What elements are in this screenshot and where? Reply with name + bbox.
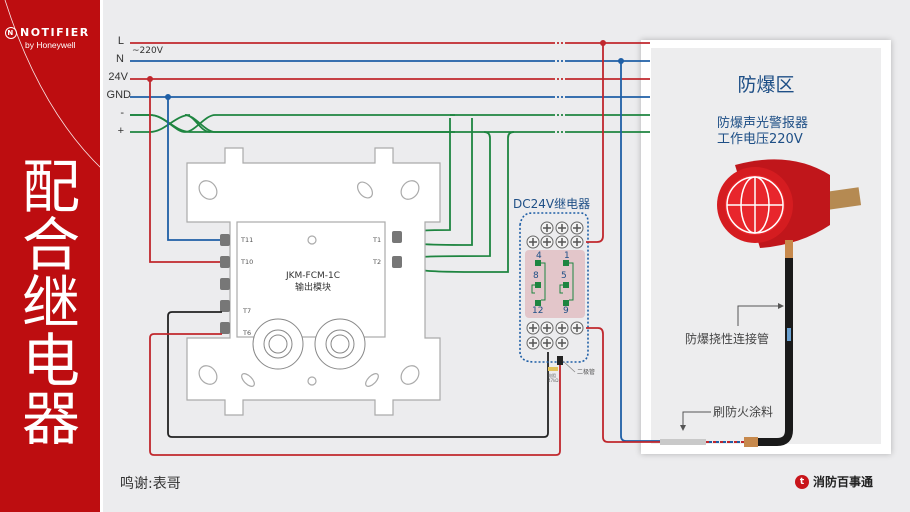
alarm-voltage: 工作电压220V: [717, 132, 803, 147]
bus-label-L: L: [117, 35, 124, 47]
output-module: [186, 147, 441, 416]
screw-cross-icon: [529, 238, 537, 246]
screw-cross-icon: [573, 324, 581, 332]
flexible-conduit: [660, 258, 793, 447]
screw-cross-icon: [529, 324, 537, 332]
module-terminals: [220, 231, 402, 334]
conduit-label: 防爆挠性连接管: [685, 332, 770, 346]
diode-label: 二极管: [577, 369, 596, 376]
contact-12: 12: [532, 306, 544, 316]
sidebar-edge: [100, 0, 103, 512]
footer-brand: 消防百事通: [813, 475, 874, 489]
bus-lines: [130, 42, 650, 133]
screw-cross-icon: [543, 324, 551, 332]
relay-screws: [526, 221, 584, 350]
supply-drops: [147, 76, 222, 263]
bus-label-minus: -: [120, 107, 124, 119]
power-drops: [586, 40, 660, 443]
title-char: 继: [21, 269, 80, 337]
coating-label: 刷防火涂料: [713, 405, 774, 419]
module-model: JKM-FCM-1C: [285, 271, 341, 281]
screw-cross-icon: [573, 224, 581, 232]
bus-minus-main: [130, 114, 455, 133]
diode: [557, 356, 576, 373]
relay-coil-wires: [149, 311, 561, 456]
module-name: 输出模块: [294, 283, 331, 293]
rotary-switches: [252, 318, 366, 370]
contact-8: 8: [533, 271, 539, 281]
contact-5: 5: [561, 271, 567, 281]
resistor-label: 电阻 47kΩ: [548, 373, 559, 383]
screw-cross-icon: [573, 238, 581, 246]
notifier-n-icon: N: [5, 26, 17, 39]
title-char: 电: [21, 327, 80, 395]
bus-label-N: N: [116, 53, 124, 65]
contact-9: 9: [563, 306, 569, 316]
footer-logo: t 消防百事通: [795, 473, 873, 490]
title-char: 合: [21, 211, 80, 279]
title-char: 器: [21, 385, 80, 453]
screw-cross-icon: [558, 339, 566, 347]
screw-cross-icon: [529, 339, 537, 347]
terminal-t1: T1: [373, 236, 382, 244]
terminal-t10: T10: [241, 258, 254, 266]
contact-4: 4: [536, 251, 542, 261]
alarm-name: 防爆声光警报器: [717, 116, 809, 131]
credit-text: 鸣谢:表哥: [120, 476, 181, 492]
screw-cross-icon: [558, 324, 566, 332]
module-holes: [198, 180, 420, 387]
module-label: JKM-FCM-1C 输出模块: [268, 270, 358, 294]
terminal-t6: T6: [243, 329, 252, 337]
terminal-t7: T7: [243, 307, 252, 315]
voltage-note: ~220V: [132, 46, 163, 56]
screw-cross-icon: [543, 238, 551, 246]
bus-label-plus: +: [117, 125, 124, 137]
explosion-proof-alarm: [717, 159, 862, 260]
callout-arrows: [680, 303, 784, 431]
screw-cross-icon: [543, 339, 551, 347]
title-char: 配: [21, 153, 80, 221]
relay-title: DC24V继电器: [513, 197, 591, 211]
resistor: [548, 367, 558, 371]
fire-logo-icon: t: [795, 474, 809, 489]
contact-1: 1: [564, 251, 570, 261]
bus-break-marks: [553, 40, 567, 140]
screw-cross-icon: [543, 224, 551, 232]
terminal-t11: T11: [241, 236, 254, 244]
alarm-description: 防爆声光警报器 工作电压220V: [717, 116, 808, 148]
bus-label-gnd: GND: [106, 89, 131, 101]
sidebar-arc: [4, 0, 103, 171]
bus-label-24v: 24V: [108, 71, 128, 83]
screw-cross-icon: [558, 238, 566, 246]
brand-name: NOTIFIER: [20, 26, 90, 39]
relay-contacts: [531, 260, 574, 306]
zone-title: 防爆区: [737, 74, 795, 96]
terminal-t2: T2: [373, 258, 382, 266]
page-title: 配 合 继 电 器: [18, 158, 84, 448]
brand-sub: by Honeywell: [25, 40, 76, 50]
screw-cross-icon: [558, 224, 566, 232]
